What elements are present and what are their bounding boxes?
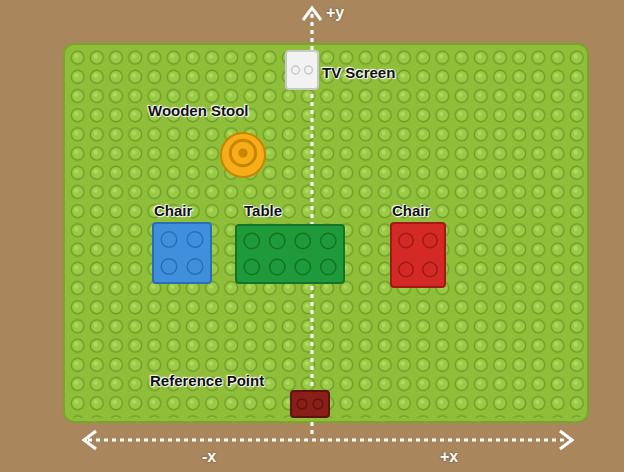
object-brick: Chair	[390, 222, 446, 288]
object-brick: Table	[235, 224, 345, 284]
axis-label: +y	[326, 4, 344, 22]
object-label: Wooden Stool	[148, 102, 249, 119]
object-brick: Chair	[152, 222, 212, 284]
tv-brick	[285, 50, 319, 90]
chair-brick	[390, 222, 446, 288]
object-label: Chair	[392, 202, 430, 219]
axis-label: -x	[202, 448, 216, 466]
object-label: Chair	[154, 202, 192, 219]
object-label: Reference Point	[150, 372, 264, 389]
axis-label: +x	[440, 448, 458, 466]
object-brick: Wooden Stool	[220, 132, 266, 178]
object-label: Table	[244, 202, 282, 219]
object-brick: TV Screen	[285, 50, 319, 90]
chair-brick	[152, 222, 212, 284]
reference-brick	[290, 390, 330, 418]
stool-cylinder	[220, 132, 266, 178]
table-brick	[235, 224, 345, 284]
object-brick: Reference Point	[290, 390, 330, 418]
object-label: TV Screen	[322, 64, 395, 81]
